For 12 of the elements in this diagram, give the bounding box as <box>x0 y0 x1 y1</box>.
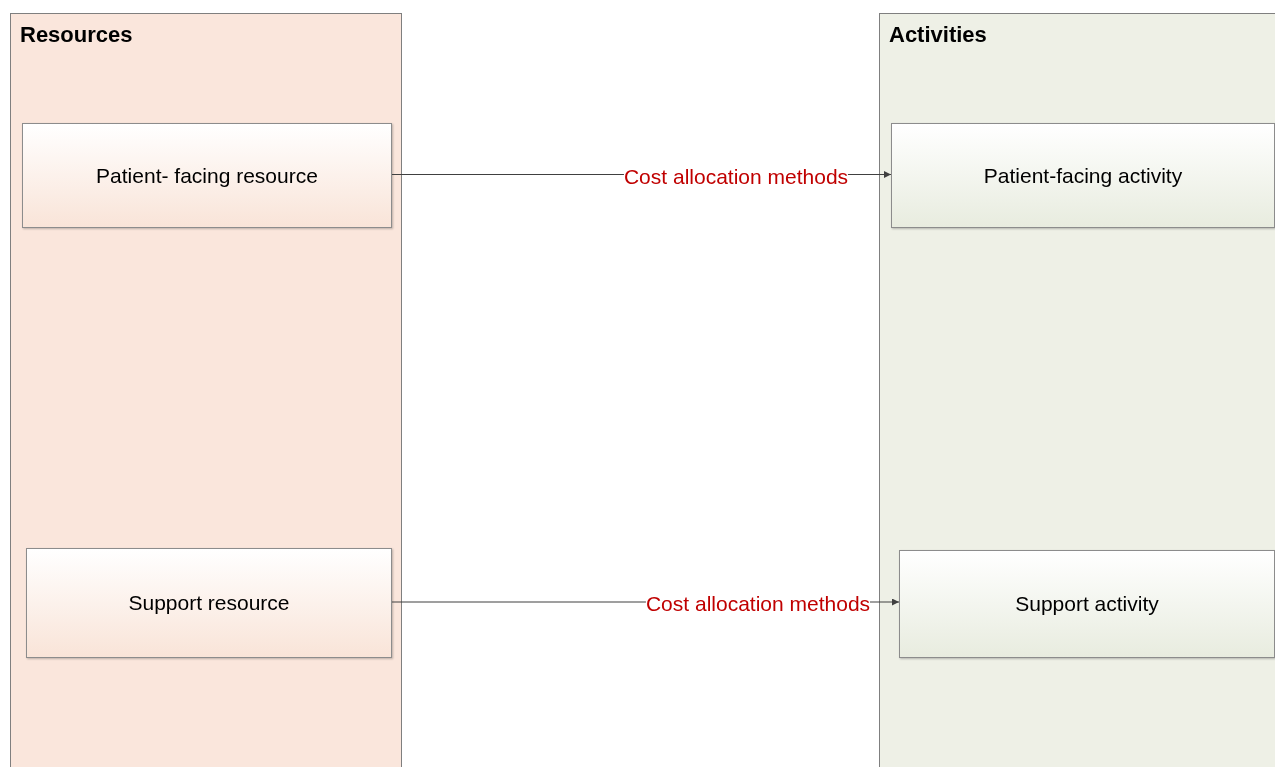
lane-heading: Activities <box>889 22 987 48</box>
process-box <box>22 123 392 228</box>
box-label: Support resource <box>128 591 290 615</box>
box-label: Support activity <box>1015 592 1159 616</box>
box-label: Patient- facing resource <box>96 163 318 188</box>
swimlane-band <box>10 13 402 767</box>
swimlane-band <box>879 13 1275 767</box>
process-box <box>26 548 392 658</box>
process-box <box>899 550 1275 658</box>
process-box <box>891 123 1275 228</box>
box-label: Patient-facing activity <box>983 163 1183 188</box>
lane-heading: Resources <box>20 22 133 48</box>
